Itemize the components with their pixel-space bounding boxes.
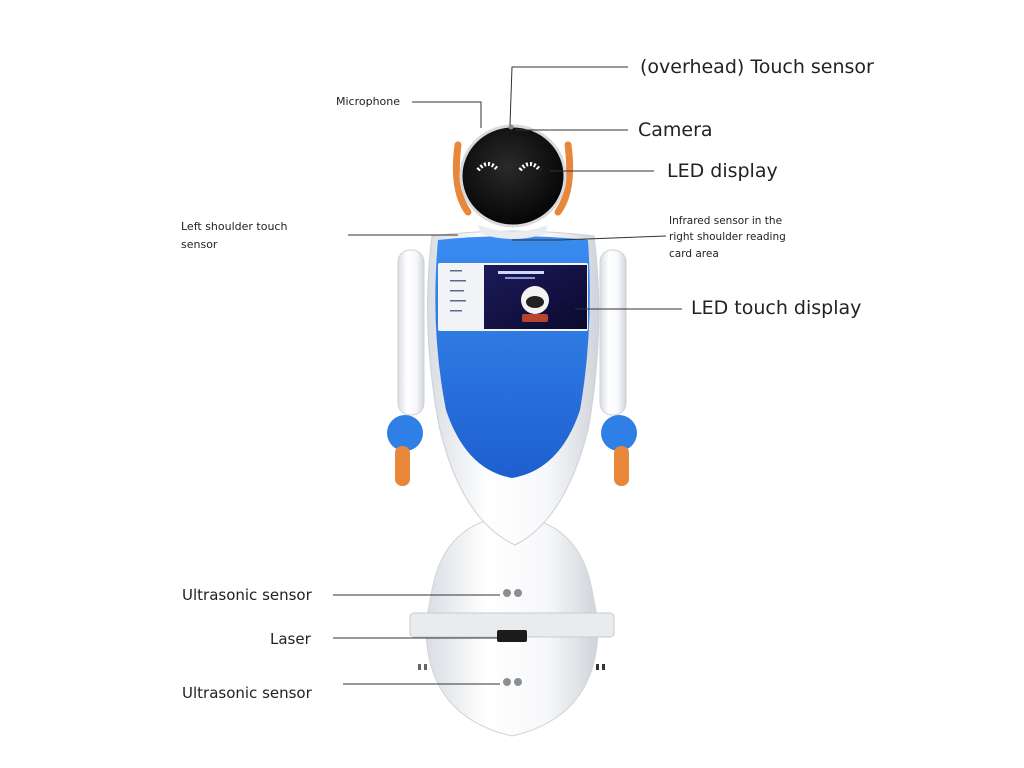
label-microphone: Microphone xyxy=(336,95,401,108)
robot-torso xyxy=(427,230,600,546)
left-arm xyxy=(387,249,425,486)
label-infrared-line-1: Infrared sensor in the xyxy=(669,215,783,227)
label-infrared-sensor: Infrared sensor in the right shoulder re… xyxy=(669,213,786,262)
leader-lines xyxy=(333,66,682,685)
label-led-display: LED display xyxy=(667,160,778,182)
robot-head xyxy=(452,124,574,239)
leader-infrared xyxy=(512,235,667,241)
robot-base xyxy=(409,515,615,737)
label-ultrasonic-sensor-upper: Ultrasonic sensor xyxy=(182,586,312,604)
label-infrared-line-3: card area xyxy=(669,247,719,260)
label-led-touch-display: LED touch display xyxy=(691,297,862,319)
right-arm xyxy=(599,249,637,486)
label-left-shoulder-line-1: Left shoulder touch xyxy=(181,220,288,233)
leader-overhead-touch xyxy=(509,66,628,126)
label-laser: Laser xyxy=(270,630,311,648)
label-camera: Camera xyxy=(638,119,713,141)
leader-microphone xyxy=(412,101,482,128)
label-infrared-line-2: right shoulder reading xyxy=(669,231,786,244)
label-left-shoulder-touch-sensor: Left shoulder touch sensor xyxy=(181,218,287,253)
label-ultrasonic-sensor-lower: Ultrasonic sensor xyxy=(182,684,312,702)
label-overhead-touch-sensor: (overhead) Touch sensor xyxy=(640,56,874,78)
label-left-shoulder-line-2: sensor xyxy=(181,237,218,251)
